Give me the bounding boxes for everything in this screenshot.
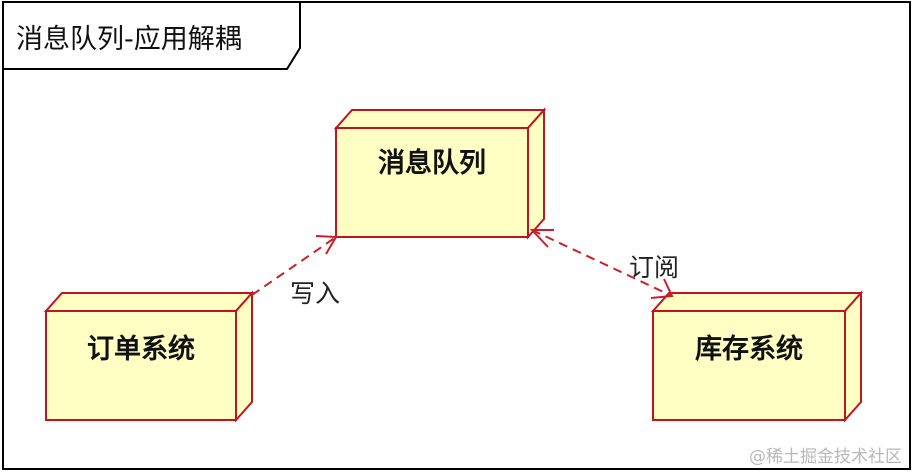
arrowhead-icon <box>315 235 338 255</box>
node-side-face <box>844 290 862 423</box>
arrowhead-icon <box>529 229 554 248</box>
node-order-system[interactable]: 订单系统 <box>43 290 255 423</box>
edge-label-write: 写入 <box>290 279 340 308</box>
edge-subscribe: 订阅 <box>529 229 679 299</box>
node-label-order-system: 订单系统 <box>87 333 195 365</box>
node-label-stock-system: 库存系统 <box>695 333 803 365</box>
node-top-face <box>333 109 547 129</box>
node-top-face <box>43 292 255 312</box>
node-top-face <box>650 292 864 312</box>
frame-title: 消息队列-应用解耦 <box>16 24 242 55</box>
node-front-face <box>45 310 237 421</box>
arrowhead-icon <box>650 278 674 299</box>
node-front-face <box>652 310 846 421</box>
node-stock-system[interactable]: 库存系统 <box>650 290 864 423</box>
edge-write: 写入 <box>251 235 340 308</box>
edge-line-write <box>251 236 337 296</box>
watermark-text: @稀土掘金技术社区 <box>749 447 902 467</box>
node-side-face <box>235 290 253 423</box>
node-front-face <box>335 127 529 238</box>
frame-title-tab <box>2 1 301 70</box>
node-side-face <box>527 107 545 240</box>
node-label-message-queue: 消息队列 <box>378 147 486 179</box>
edge-label-subscribe: 订阅 <box>629 253 679 282</box>
node-message-queue[interactable]: 消息队列 <box>333 107 547 240</box>
edge-line-subscribe <box>531 229 673 297</box>
